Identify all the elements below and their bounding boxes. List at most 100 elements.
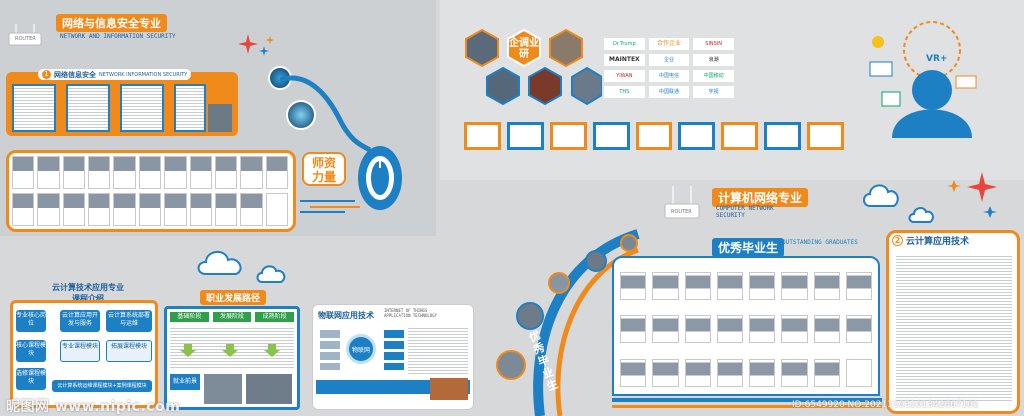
graduates-grid — [620, 272, 872, 392]
graduate-card — [781, 358, 808, 387]
cloud-icon — [862, 180, 902, 212]
faculty-card — [138, 156, 162, 189]
faculty-grid — [12, 156, 288, 226]
graduate-card — [749, 358, 776, 387]
sub-title-en: NETWORK INFORMATION SECURITY — [99, 71, 188, 78]
faculty-card — [113, 156, 136, 189]
graduate-card — [684, 315, 711, 344]
iot-left-icons — [320, 330, 340, 370]
faculty-card — [164, 156, 187, 189]
cloud-icon — [908, 204, 936, 228]
graduate-card — [845, 272, 872, 300]
certificate — [592, 122, 630, 150]
graduates-base-lines — [612, 398, 882, 410]
logo-tile: Dr.Trump — [604, 38, 645, 50]
sub-badge: 1 — [42, 70, 51, 79]
faculty-card — [62, 193, 86, 226]
info-photo — [208, 104, 232, 132]
faculty-card — [189, 193, 212, 226]
section-title: 网络与信息安全专业 — [56, 14, 167, 32]
logo-tile: 浪潮 — [693, 54, 734, 66]
graduate-card — [652, 315, 679, 344]
faculty-card — [240, 156, 263, 189]
career-column-header: 成熟阶段 — [255, 312, 295, 322]
career-arrows — [170, 342, 294, 362]
iot-photo — [430, 378, 468, 400]
graduate-card — [620, 358, 647, 387]
logo-tile: THS — [604, 86, 645, 98]
logo-tile: MAINTEX — [604, 54, 645, 66]
faculty-label-box: 师资力量 — [302, 152, 346, 186]
network-ball-icon — [286, 100, 316, 130]
graduate-avatar — [516, 302, 544, 330]
sub-title-row: 1 网络信息安全 NETWORK INFORMATION SECURITY — [38, 69, 192, 80]
faculty-card — [12, 193, 35, 226]
iot-text — [408, 326, 468, 376]
hexagon-cluster — [462, 28, 603, 112]
faculty-card — [88, 156, 111, 189]
faculty-card — [138, 193, 162, 226]
course-block: 选修课程模块 — [16, 368, 46, 390]
graduate-card — [716, 272, 743, 300]
certificate — [464, 122, 501, 150]
graduate-card — [845, 358, 872, 387]
partner-logos: Dr.Trump 合作企业 SINSIN MAINTEX 企业 浪潮 YIWAN… — [604, 38, 734, 98]
graduate-avatar — [548, 272, 570, 294]
cloud-course-title-line2: 课程介绍 — [72, 294, 104, 303]
logo-tile: 合作企业 — [648, 38, 690, 50]
certificate — [807, 122, 845, 150]
graduate-card — [620, 272, 647, 300]
course-block: 核心课程模块 — [16, 340, 46, 362]
graduates-title: 优秀毕业生 — [712, 238, 785, 257]
logo-tile: 中国电信 — [648, 70, 690, 82]
router-icon: ROUTER — [8, 24, 42, 46]
router-icon-2: ROUTER — [664, 186, 700, 220]
info-text-block-3 — [120, 84, 164, 132]
vr-label: VR+ — [926, 54, 948, 64]
cloud-app-text — [896, 254, 1012, 402]
graduate-card — [716, 315, 743, 344]
cloud-icon — [256, 262, 288, 288]
faculty-card — [214, 156, 238, 189]
graduate-card — [813, 272, 840, 300]
faculty-card — [164, 193, 187, 226]
iot-chevrons — [384, 330, 404, 370]
career-path-title: 职业发展路径 — [200, 290, 267, 305]
course-block: 云计算系统运维课程模块+案例课程模块 — [52, 380, 152, 392]
graduate-card — [652, 272, 679, 300]
cloud-app-title: 云计算应用技术 — [906, 237, 970, 247]
cloud-app-badge: 2 — [892, 235, 903, 246]
iot-center-label: 物联网 — [351, 347, 370, 354]
certificates-row — [464, 122, 845, 150]
graduate-card — [749, 315, 776, 344]
faculty-card — [214, 193, 238, 226]
graduate-card — [749, 272, 776, 300]
info-text-block-2 — [66, 84, 110, 132]
computer-network-title: 计算机网络专业 — [712, 188, 809, 207]
faculty-label: 师资力量 — [311, 156, 336, 184]
certificate — [635, 122, 673, 150]
graduate-card — [813, 358, 840, 387]
faculty-card — [265, 156, 288, 189]
graduate-card — [781, 272, 808, 300]
circuit-lines — [300, 198, 360, 218]
graduates-title-en: OUTSTANDING GRADUATES — [782, 239, 858, 246]
certificate — [549, 122, 587, 150]
vr-illustration-icon: VR+ — [852, 20, 992, 140]
certificate — [764, 122, 802, 150]
cloud-icon — [196, 248, 246, 280]
course-block: 专业核心岗位 — [16, 310, 46, 332]
graduate-card — [845, 315, 872, 344]
iot-title: 物联网应用技术 — [318, 311, 374, 320]
router-label-2: ROUTER — [671, 209, 692, 215]
course-block: 云计算应用开发与服务 — [60, 310, 100, 332]
iot-circle-icon: 物联网 — [346, 334, 376, 364]
hex-label: 企调业研 — [509, 38, 539, 60]
certificate — [506, 122, 544, 150]
graduate-card — [781, 315, 808, 344]
course-block: 专业课程模块 — [60, 340, 100, 362]
faculty-card — [62, 156, 86, 189]
career-column-header: 发展阶段 — [212, 312, 252, 322]
logo-tile: YIWAN — [604, 70, 645, 82]
cloud-course-title: 云计算技术应用专业 课程介绍 — [44, 282, 132, 304]
